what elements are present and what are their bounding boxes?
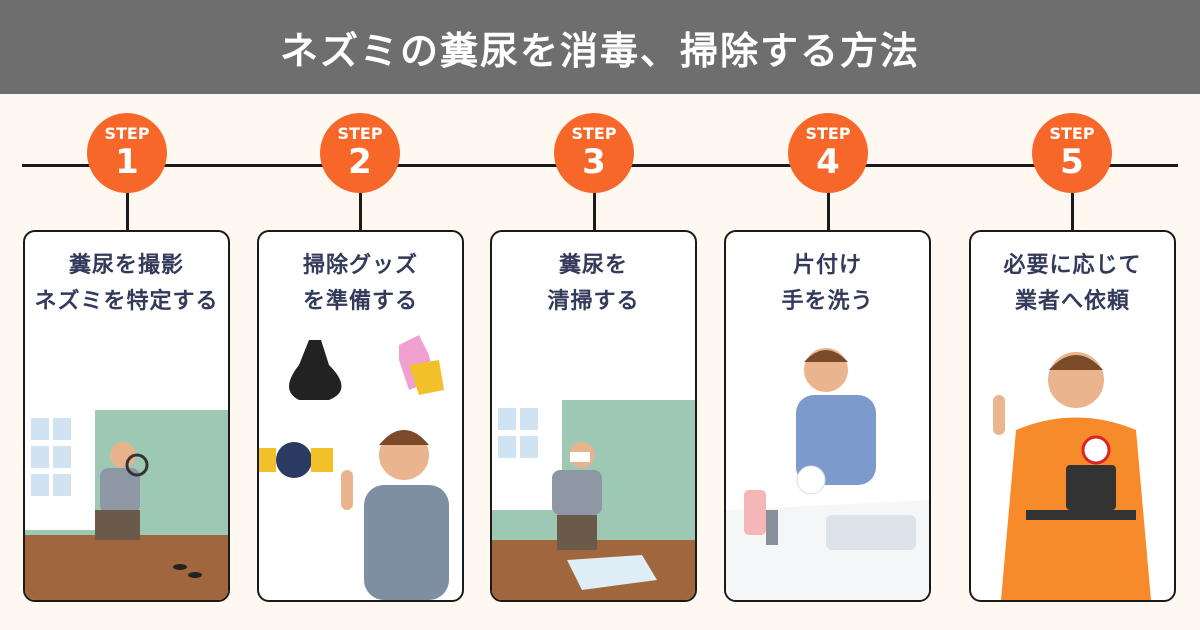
step-connector bbox=[593, 190, 596, 232]
step-title-line2: 清掃する bbox=[547, 289, 640, 314]
step-label: STEP bbox=[571, 124, 617, 143]
step-title-line2: 業者へ依頼 bbox=[1014, 289, 1130, 314]
step-title: 掃除グッズ を準備する bbox=[259, 248, 462, 320]
step-5-badge: STEP 5 bbox=[1032, 113, 1112, 193]
step-title-line1: 糞尿を撮影 bbox=[68, 253, 184, 278]
step-label: STEP bbox=[805, 124, 851, 143]
step-title-line1: 掃除グッズ bbox=[302, 253, 418, 278]
step-4-card: 片付け 手を洗う bbox=[724, 230, 931, 602]
step-title-line2: ネズミを特定する bbox=[34, 289, 219, 314]
step-title-line2: を準備する bbox=[302, 289, 418, 314]
step-label: STEP bbox=[1049, 124, 1095, 143]
step-1-badge: STEP 1 bbox=[87, 113, 167, 193]
step-2-badge: STEP 2 bbox=[320, 113, 400, 193]
step-2-card: 掃除グッズ を準備する bbox=[257, 230, 464, 602]
step-connector bbox=[126, 190, 129, 232]
step-title-line1: 片付け bbox=[792, 253, 862, 278]
step-4-badge: STEP 4 bbox=[788, 113, 868, 193]
step-title: 糞尿を撮影 ネズミを特定する bbox=[25, 248, 228, 320]
step-3-badge: STEP 3 bbox=[554, 113, 634, 193]
step-title: 糞尿を 清掃する bbox=[492, 248, 695, 320]
step-label: STEP bbox=[337, 124, 383, 143]
step-connector bbox=[827, 190, 830, 232]
step-title: 片付け 手を洗う bbox=[726, 248, 929, 320]
step-number: 4 bbox=[816, 142, 840, 182]
header: ネズミの糞尿を消毒、掃除する方法 bbox=[0, 0, 1200, 94]
step-1-card: 糞尿を撮影 ネズミを特定する bbox=[23, 230, 230, 602]
step-label: STEP bbox=[104, 124, 150, 143]
step-number: 1 bbox=[115, 142, 139, 182]
step-number: 2 bbox=[348, 142, 372, 182]
step-title-line2: 手を洗う bbox=[781, 289, 874, 314]
step-connector bbox=[1071, 190, 1074, 232]
step-title: 必要に応じて 業者へ依頼 bbox=[971, 248, 1174, 320]
step-title-line1: 必要に応じて bbox=[1003, 253, 1142, 278]
step-5-card: 必要に応じて 業者へ依頼 bbox=[969, 230, 1176, 602]
step-number: 5 bbox=[1060, 142, 1084, 182]
step-connector bbox=[359, 190, 362, 232]
step-3-card: 糞尿を 清掃する bbox=[490, 230, 697, 602]
step-number: 3 bbox=[582, 142, 606, 182]
step-title-line1: 糞尿を bbox=[558, 253, 628, 278]
page-title: ネズミの糞尿を消毒、掃除する方法 bbox=[279, 28, 920, 73]
